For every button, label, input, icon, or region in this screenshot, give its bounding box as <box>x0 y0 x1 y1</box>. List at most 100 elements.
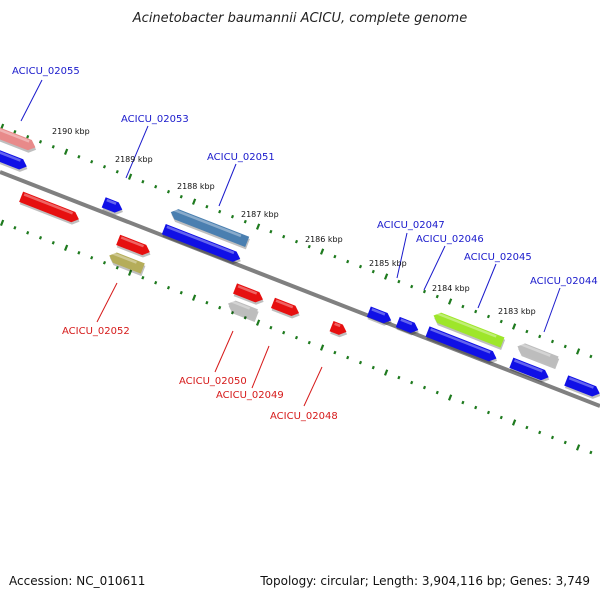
gene-label-ACICU_02045: ACICU_02045 <box>464 252 532 263</box>
gene-ACICU_02046 <box>433 312 506 350</box>
tick-dot-upper <box>397 279 401 284</box>
tick-dot-lower <box>13 226 17 230</box>
tick-dot-lower <box>141 275 145 280</box>
tick-dot-lower <box>410 380 414 385</box>
tick-dot-upper <box>486 314 491 319</box>
tick-dot-upper <box>461 304 465 309</box>
tick-dot-upper <box>127 173 133 180</box>
kbp-label-2187: 2187 kbp <box>241 210 279 219</box>
tick-dot-lower <box>319 344 325 351</box>
tick-dot-lower <box>26 231 30 235</box>
kbp-label-2188: 2188 kbp <box>177 182 215 191</box>
gene-ACICU_02051b <box>161 223 241 265</box>
leader-ACICU_02047 <box>396 232 408 279</box>
gene-ACICU_02052-bar <box>19 191 80 225</box>
tick-dot-lower <box>51 240 55 245</box>
gene-label-ACICU_02044: ACICU_02044 <box>530 276 598 287</box>
tick-dot-upper <box>307 244 311 249</box>
gene-ACICU_02050 <box>228 300 259 322</box>
tick-dot-lower <box>218 305 222 310</box>
leader-ACICU_02048 <box>303 366 323 407</box>
tick-dot-upper <box>511 323 517 330</box>
tick-dot-upper <box>550 339 555 344</box>
tick-dot-lower <box>474 405 478 410</box>
tick-dot-upper <box>319 248 325 255</box>
tick-dot-upper <box>191 198 197 205</box>
tick-dot-lower <box>77 250 81 255</box>
tick-dot-lower <box>255 319 261 326</box>
tick-dot-upper <box>179 194 183 199</box>
gene-red-mid <box>116 234 151 258</box>
genes <box>0 125 600 399</box>
tick-dot-lower <box>447 394 453 401</box>
gene-ACICU_02051 <box>170 208 250 250</box>
gene-ACICU_02044b <box>509 357 550 383</box>
kbp-label-2183: 2183 kbp <box>498 307 536 316</box>
tick-dot-lower <box>589 450 593 455</box>
tick-dot-upper <box>538 334 542 339</box>
tick-dot-upper <box>166 189 171 194</box>
gene-ACICU_02055 <box>0 125 37 153</box>
tick-dot-upper <box>371 269 375 274</box>
tick-dot-upper <box>154 184 158 189</box>
tick-dot-upper <box>141 179 145 184</box>
tick-dot-lower <box>563 440 567 445</box>
tick-dot-lower <box>282 330 286 335</box>
gene-ACICU_02044 <box>564 375 600 399</box>
gene-label-ACICU_02053: ACICU_02053 <box>121 114 189 125</box>
tick-dot-lower <box>243 315 247 320</box>
tick-dot-upper <box>38 139 43 144</box>
tick-dot-lower <box>511 419 517 426</box>
kbp-label-2185: 2185 kbp <box>369 259 407 268</box>
tick-dot-lower <box>346 355 350 360</box>
gene-ACICU_02045 <box>517 342 560 370</box>
tick-dot-lower <box>538 430 542 435</box>
tick-dot-lower <box>191 294 197 301</box>
tick-dot-lower <box>179 290 183 295</box>
tick-dot-upper <box>205 204 209 209</box>
tick-dot-lower <box>0 219 5 227</box>
tick-dot-lower <box>525 425 529 430</box>
gene-label-ACICU_02055: ACICU_02055 <box>12 66 80 77</box>
genome-backbone <box>0 170 600 408</box>
tick-dot-lower <box>307 340 311 345</box>
tick-dot-upper <box>115 169 119 174</box>
gene-ACICU_02045b <box>425 326 498 364</box>
tick-dot-lower <box>499 415 503 420</box>
kbp-label-2186: 2186 kbp <box>305 235 343 244</box>
tick-dot-lower <box>63 244 69 251</box>
gene-ACICU_02052 <box>109 251 146 277</box>
tick-dot-lower <box>154 280 158 285</box>
kbp-label-2190: 2190 kbp <box>52 127 90 136</box>
tick-dot-lower <box>127 269 133 276</box>
gene-label-ACICU_02049: ACICU_02049 <box>216 390 284 401</box>
gene-ACICU_02054 <box>0 148 28 172</box>
tick-dot-upper <box>13 130 17 134</box>
leader-ACICU_02046 <box>423 245 446 291</box>
gene-label-ACICU_02048: ACICU_02048 <box>270 411 338 422</box>
tick-dot-lower <box>486 410 491 415</box>
tick-dot-lower <box>383 369 389 376</box>
tick-dot-lower <box>115 265 119 270</box>
gene-ACICU_02046b <box>395 316 419 336</box>
tick-dot-upper <box>447 298 453 305</box>
tick-dot-lower <box>550 435 555 440</box>
tick-dot-upper <box>102 164 107 169</box>
tick-dot-lower <box>575 444 581 451</box>
tick-dot-lower <box>294 335 299 340</box>
tick-dot-upper <box>563 344 567 349</box>
label-leaders <box>20 79 561 407</box>
leader-ACICU_02044 <box>543 287 561 333</box>
gene-ACICU_02047 <box>366 306 392 326</box>
tick-dot-upper <box>282 234 286 239</box>
tick-dot-upper <box>218 209 222 214</box>
tick-dot-lower <box>102 260 107 265</box>
leader-ACICU_02049 <box>251 345 270 389</box>
gene-ACICU_02050b <box>233 283 264 305</box>
tick-dot-upper <box>358 264 363 269</box>
tick-dot-lower <box>333 350 337 355</box>
leader-ACICU_02051 <box>218 163 237 207</box>
tick-dot-upper <box>90 159 94 164</box>
tick-dot-lower <box>230 310 235 315</box>
